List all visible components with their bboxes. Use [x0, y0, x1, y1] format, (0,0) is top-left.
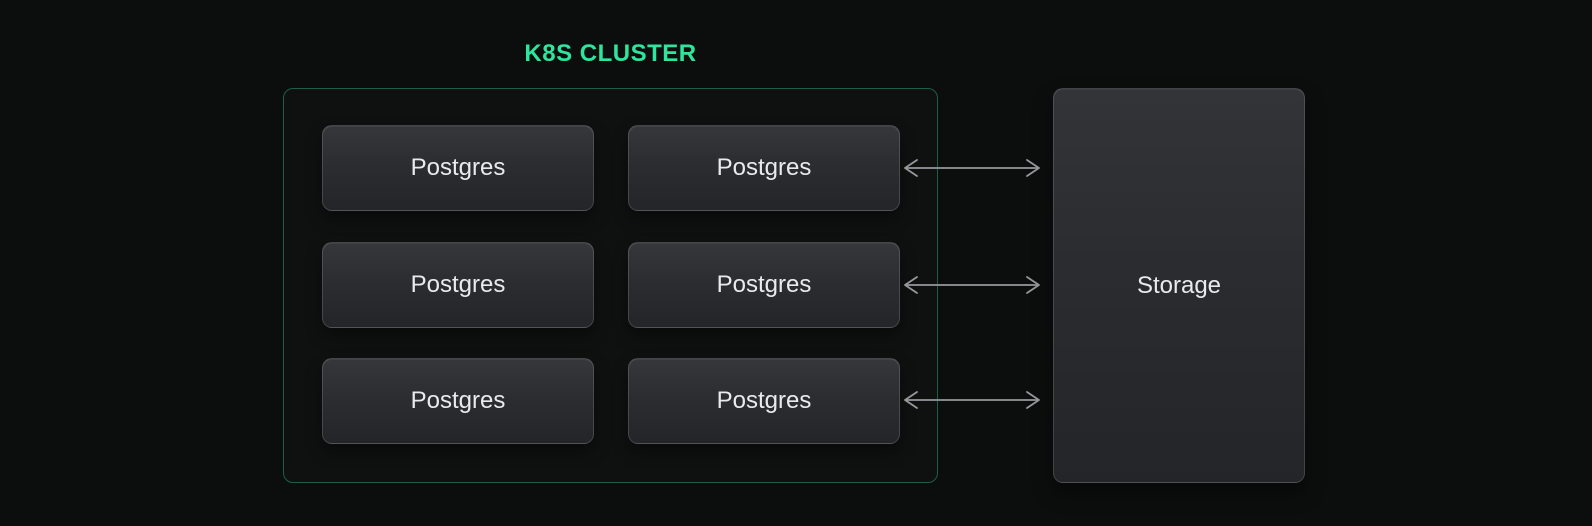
bidirectional-arrow-icon	[904, 276, 1040, 294]
postgres-node-label: Postgres	[716, 271, 812, 298]
postgres-node: Postgres	[322, 242, 594, 328]
postgres-node: Postgres	[628, 125, 900, 211]
postgres-node-label: Postgres	[410, 271, 506, 298]
postgres-node: Postgres	[322, 125, 594, 211]
postgres-node: Postgres	[628, 358, 900, 444]
postgres-node: Postgres	[322, 358, 594, 444]
postgres-node-label: Postgres	[716, 387, 812, 414]
postgres-node-label: Postgres	[410, 387, 506, 414]
storage-label: Storage	[1136, 271, 1222, 299]
postgres-node-label: Postgres	[410, 154, 506, 181]
storage-box: Storage	[1053, 88, 1305, 483]
bidirectional-arrow-icon	[904, 159, 1040, 177]
bidirectional-arrow-icon	[904, 391, 1040, 409]
k8s-cluster-title: K8S CLUSTER	[524, 40, 697, 67]
postgres-node-label: Postgres	[716, 154, 812, 181]
postgres-node: Postgres	[628, 242, 900, 328]
k8s-cluster-container: Postgres Postgres Postgres Postgres Post…	[283, 88, 938, 483]
